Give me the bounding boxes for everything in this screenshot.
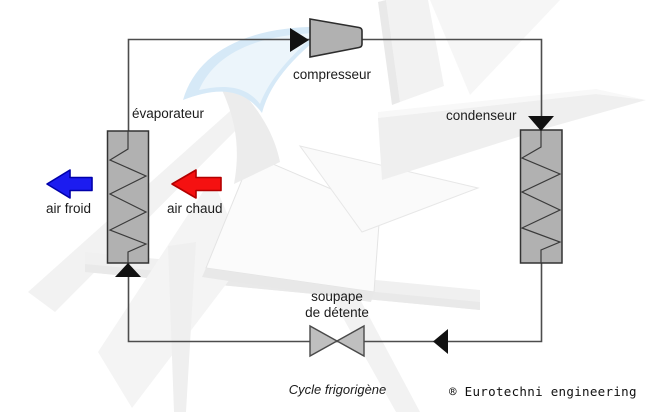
evaporator-coil: [108, 131, 148, 263]
hot-air-label: air chaud: [167, 201, 223, 216]
expansion-valve-label: soupape de détente: [277, 289, 397, 320]
flow-arrow-left-icon: [433, 329, 448, 354]
cold-air-arrow-icon: [46, 169, 93, 199]
evaporator-label: évaporateur: [132, 106, 205, 121]
hot-air-arrow-icon: [171, 169, 222, 199]
condenser-symbol: [519, 129, 563, 264]
flow-arrow-right-icon: [290, 28, 309, 52]
expansion-valve-symbol: [309, 324, 365, 358]
diagram-caption: Cycle frigorigène: [288, 382, 387, 397]
flow-arrow-up-icon: [115, 263, 141, 277]
cold-air-label: air froid: [46, 201, 92, 216]
compressor-symbol: [309, 18, 363, 58]
expansion-valve-label-line1: soupape: [311, 289, 363, 304]
condenser-label: condenseur: [446, 108, 517, 123]
evaporator-symbol: [106, 130, 150, 264]
watermark-logo: [28, 0, 646, 412]
condenser-coil: [520, 130, 562, 263]
expansion-valve-label-line2: de détente: [305, 304, 369, 320]
compressor-label: compresseur: [293, 67, 372, 82]
flow-arrow-down-icon: [528, 116, 554, 131]
credit-text: ® Eurotechni engineering: [449, 384, 637, 399]
